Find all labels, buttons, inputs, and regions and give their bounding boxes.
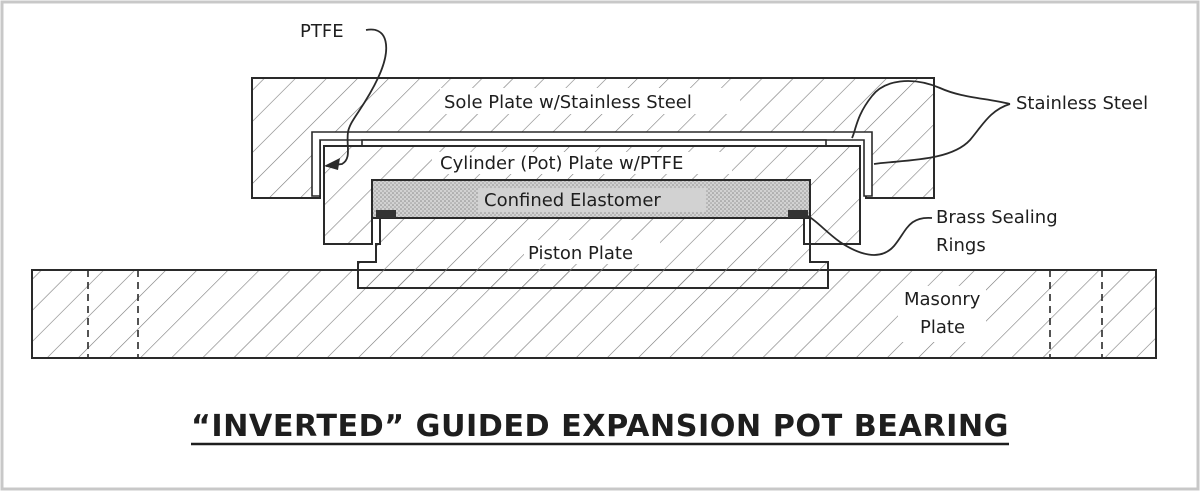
label-sole-plate: Sole Plate w/Stainless Steel (444, 92, 692, 113)
cylinder-label-bg (432, 152, 732, 174)
label-confined-elastomer: Confined Elastomer (484, 190, 661, 211)
stainless-steel-liner (311, 131, 873, 197)
label-brass-rings-2: Rings (936, 235, 986, 256)
elastomer-label-bg (478, 188, 706, 212)
sole-label-bg (440, 88, 740, 114)
diagram-title: “INVERTED” GUIDED EXPANSION POT BEARING (191, 409, 1009, 444)
brass-rings-leader (807, 215, 933, 256)
stainless-steel-leader-1 (851, 80, 1011, 139)
ptfe-arrowhead (324, 158, 340, 170)
brass-sealing-ring-right (788, 210, 808, 218)
label-piston-plate: Piston Plate (528, 243, 633, 264)
label-cylinder-plate: Cylinder (Pot) Plate w/PTFE (440, 153, 683, 174)
masonry-label-bg (898, 286, 986, 342)
ptfe-leader (325, 28, 387, 167)
label-stainless-steel: Stainless Steel (1016, 93, 1148, 114)
piston-label-bg (524, 240, 660, 264)
label-brass-rings-1: Brass Sealing (936, 207, 1058, 228)
label-masonry-plate-2: Plate (920, 317, 965, 338)
label-ptfe: PTFE (300, 21, 344, 42)
brass-sealing-ring-left (376, 210, 396, 218)
stainless-steel-leader-2 (873, 103, 1011, 165)
label-masonry-plate-1: Masonry (904, 289, 981, 310)
